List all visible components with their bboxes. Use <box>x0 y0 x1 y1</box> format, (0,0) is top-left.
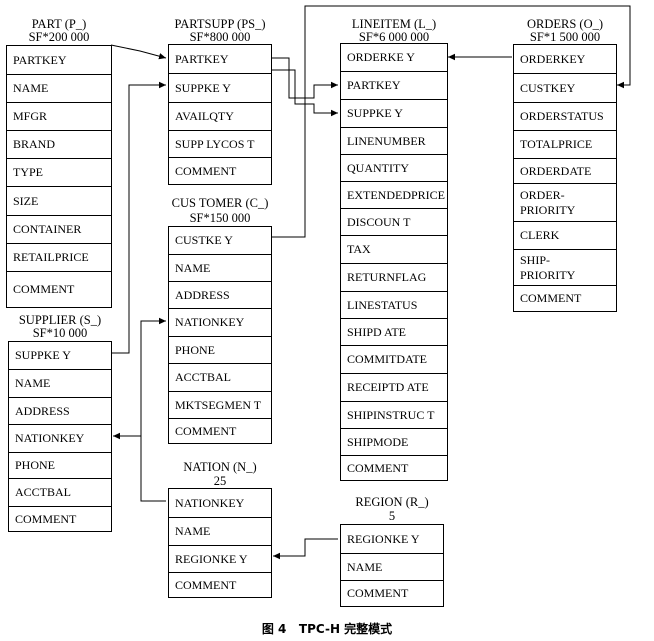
column-partsupp-supplycost: SUPP LYCOS T <box>169 130 271 157</box>
column-customer-mktsegment: MKTSEGMEN T <box>169 391 271 418</box>
column-region-regionkey: REGIONKE Y <box>347 531 420 546</box>
table-lineitem-size: SF*6 000 000 <box>358 30 430 44</box>
column-lineitem-orderkey: ORDERKE Y <box>347 50 415 64</box>
column-part-comment: COMMENT <box>7 271 111 307</box>
table-lineitem-name: LINEITEM (L_) <box>351 17 437 31</box>
table-supplier-size: SF*10 000 <box>32 326 88 340</box>
column-customer-name: NAME <box>169 254 271 281</box>
column-lineitem-returnflag: RETURNFLAG <box>341 263 447 291</box>
column-customer-custkey: CUSTKE Y <box>175 233 233 247</box>
column-lineitem-commitdate: COMMITDATE <box>341 345 447 373</box>
column-orders-totalprice: TOTALPRICE <box>514 130 616 158</box>
edge-part-partsupp <box>110 44 167 60</box>
edge-nation-customer <box>140 317 166 436</box>
column-part-brand: BRAND <box>7 130 111 158</box>
column-partsupp-partkey: PARTKEY <box>175 51 229 66</box>
edge-customer-orders <box>271 5 631 238</box>
column-orders-orderstatus: ORDERSTATUS <box>514 102 616 130</box>
column-part-container: CONTAINER <box>7 215 111 243</box>
table-part: PART (P_) SF*200 000 PARTKEY NAME MFGR B… <box>6 17 112 308</box>
column-lineitem-shipdate: SHIPD ATE <box>341 318 447 345</box>
table-region: REGION (R_) 5 REGIONKE Y NAME COMMENT <box>340 495 444 610</box>
column-customer-phone: PHONE <box>169 336 271 363</box>
column-partsupp-comment: COMMENT <box>169 157 271 184</box>
column-part-mfgr: MFGR <box>7 102 111 130</box>
column-supplier-phone: PHONE <box>9 452 111 478</box>
column-lineitem-linestatus: LINESTATUS <box>341 291 447 318</box>
table-supplier-name: SUPPLIER (S_) <box>18 313 102 327</box>
column-lineitem-discount: DISCOUN T <box>341 208 447 235</box>
column-orders-clerk: CLERK <box>514 221 616 249</box>
table-customer: CUS TOMER (C_) SF*150 000 CUSTKE Y NAME … <box>168 196 272 446</box>
column-nation-name: NAME <box>169 517 271 545</box>
edge-nation-supplier <box>113 432 166 502</box>
table-region-name: REGION (R_) <box>355 495 429 509</box>
column-lineitem-receiptdate: RECEIPTD ATE <box>341 373 447 401</box>
column-lineitem-comment: COMMENT <box>341 455 447 480</box>
column-customer-address: ADDRESS <box>169 281 271 308</box>
table-partsupp-name: PARTSUPP (PS_) <box>174 17 266 31</box>
table-lineitem: LINEITEM (L_) SF*6 000 000 ORDERKE Y PAR… <box>340 17 448 483</box>
column-part-retailprice: RETAILPRICE <box>7 243 111 271</box>
column-orders-orderpriority: ORDER- PRIORITY <box>514 183 616 221</box>
table-customer-name: CUS TOMER (C_) <box>171 196 269 210</box>
column-lineitem-shipmode: SHIPMODE <box>341 428 447 455</box>
column-region-comment: COMMENT <box>341 580 443 606</box>
column-nation-regionkey: REGIONKE Y <box>169 545 271 572</box>
column-partsupp-availqty: AVAILQTY <box>169 102 271 130</box>
table-orders-name: ORDERS (O_) <box>526 17 604 31</box>
column-region-name: NAME <box>341 553 443 580</box>
table-part-name: PART (P_) <box>31 17 87 31</box>
figure-caption: 图 4 TPC-H 完整模式 <box>0 620 654 637</box>
table-partsupp: PARTSUPP (PS_) SF*800 000 PARTKEY SUPPKE… <box>168 17 272 187</box>
column-orders-orderdate: ORDERDATE <box>514 158 616 183</box>
column-part-type: TYPE <box>7 158 111 186</box>
table-orders-size: SF*1 500 000 <box>529 30 601 44</box>
column-partsupp-suppkey: SUPPKE Y <box>169 73 271 102</box>
column-orders-orderkey: ORDERKEY <box>520 51 586 66</box>
table-part-size: SF*200 000 <box>28 30 90 44</box>
column-customer-nationkey: NATIONKEY <box>169 308 271 336</box>
table-nation: NATION (N_) 25 NATIONKEY NAME REGIONKE Y… <box>168 460 272 600</box>
column-supplier-comment: COMMENT <box>9 506 111 531</box>
column-supplier-acctbal: ACCTBAL <box>9 478 111 506</box>
column-supplier-name: NAME <box>9 369 111 397</box>
column-part-partkey: PARTKEY <box>13 52 67 67</box>
column-part-name: NAME <box>7 74 111 102</box>
column-customer-comment: COMMENT <box>169 418 271 443</box>
column-lineitem-tax: TAX <box>341 235 447 263</box>
column-lineitem-partkey: PARTKEY <box>341 71 447 99</box>
column-supplier-nationkey: NATIONKEY <box>9 424 111 452</box>
table-nation-size: 25 <box>213 474 227 488</box>
column-customer-acctbal: ACCTBAL <box>169 363 271 391</box>
column-lineitem-suppkey: SUPPKE Y <box>341 99 447 127</box>
column-orders-comment: COMMENT <box>514 285 616 311</box>
column-lineitem-shipinstruct: SHIPINSTRUC T <box>341 401 447 428</box>
figure-label: 图 4 <box>261 622 287 636</box>
table-orders: ORDERS (O_) SF*1 500 000 ORDERKEY CUSTKE… <box>513 17 617 313</box>
column-lineitem-extendedprice: EXTENDEDPRICE <box>341 181 447 208</box>
figure-title: TPC-H 完整模式 <box>298 622 393 636</box>
table-supplier: SUPPLIER (S_) SF*10 000 SUPPKE Y NAME AD… <box>8 313 112 533</box>
edge-supplier-partsupp <box>111 81 166 354</box>
column-supplier-suppkey: SUPPKE Y <box>15 348 71 362</box>
column-nation-comment: COMMENT <box>169 572 271 597</box>
column-supplier-address: ADDRESS <box>9 397 111 424</box>
column-part-size: SIZE <box>7 186 111 215</box>
edge-region-nation <box>273 538 338 560</box>
column-nation-nationkey: NATIONKEY <box>175 495 245 510</box>
column-orders-shippriority: SHIP- PRIORITY <box>514 249 616 285</box>
table-customer-size: SF*150 000 <box>189 211 251 225</box>
table-partsupp-size: SF*800 000 <box>189 30 251 44</box>
column-lineitem-linenumber: LINENUMBER <box>341 127 447 154</box>
column-lineitem-quantity: QUANTITY <box>341 154 447 181</box>
table-nation-name: NATION (N_) <box>183 460 257 474</box>
column-orders-custkey: CUSTKEY <box>514 73 616 102</box>
edge-partsupp-lineitem-partkey <box>271 57 338 99</box>
table-region-size: 5 <box>388 509 396 523</box>
